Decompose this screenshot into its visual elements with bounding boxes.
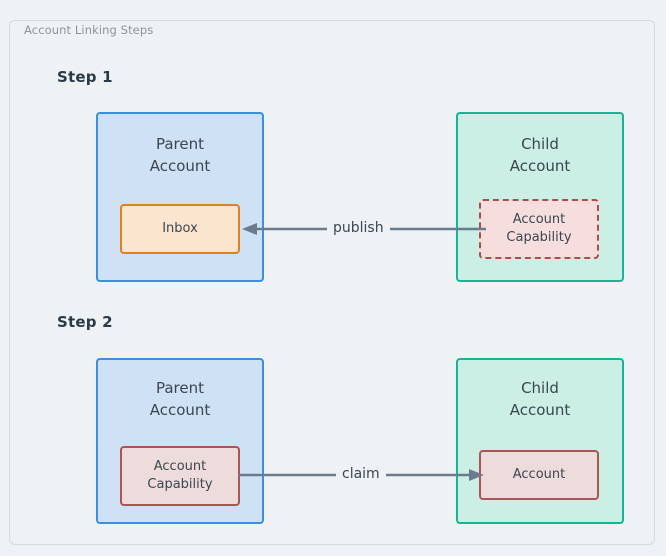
- step-2-parent-account-title: Parent Account: [149, 379, 211, 419]
- step-1-label: Step 1: [57, 68, 113, 86]
- step-1-inbox-node[interactable]: Inbox: [120, 204, 240, 254]
- step-1-account-capability-node[interactable]: Account Capability: [479, 199, 599, 259]
- step-2-account-capability-node[interactable]: Account Capability: [120, 446, 240, 506]
- step-2-account-node[interactable]: Account: [479, 450, 599, 500]
- step-1-parent-account-title: Parent Account: [149, 135, 211, 175]
- step-1-parent-account-box[interactable]: Parent Account: [96, 112, 264, 282]
- claim-arrowhead-icon: [469, 469, 484, 481]
- step-2-label: Step 2: [57, 313, 113, 331]
- publish-arrowhead-icon: [242, 223, 257, 235]
- publish-edge-label: publish: [327, 220, 390, 236]
- diagram-frame: Account Linking Steps Step 1 Parent Acco…: [9, 20, 655, 545]
- step-2-child-account-title: Child Account: [509, 379, 571, 419]
- claim-edge-label: claim: [336, 466, 386, 482]
- diagram-caption: Account Linking Steps: [24, 23, 154, 37]
- step-1-child-account-title: Child Account: [509, 135, 571, 175]
